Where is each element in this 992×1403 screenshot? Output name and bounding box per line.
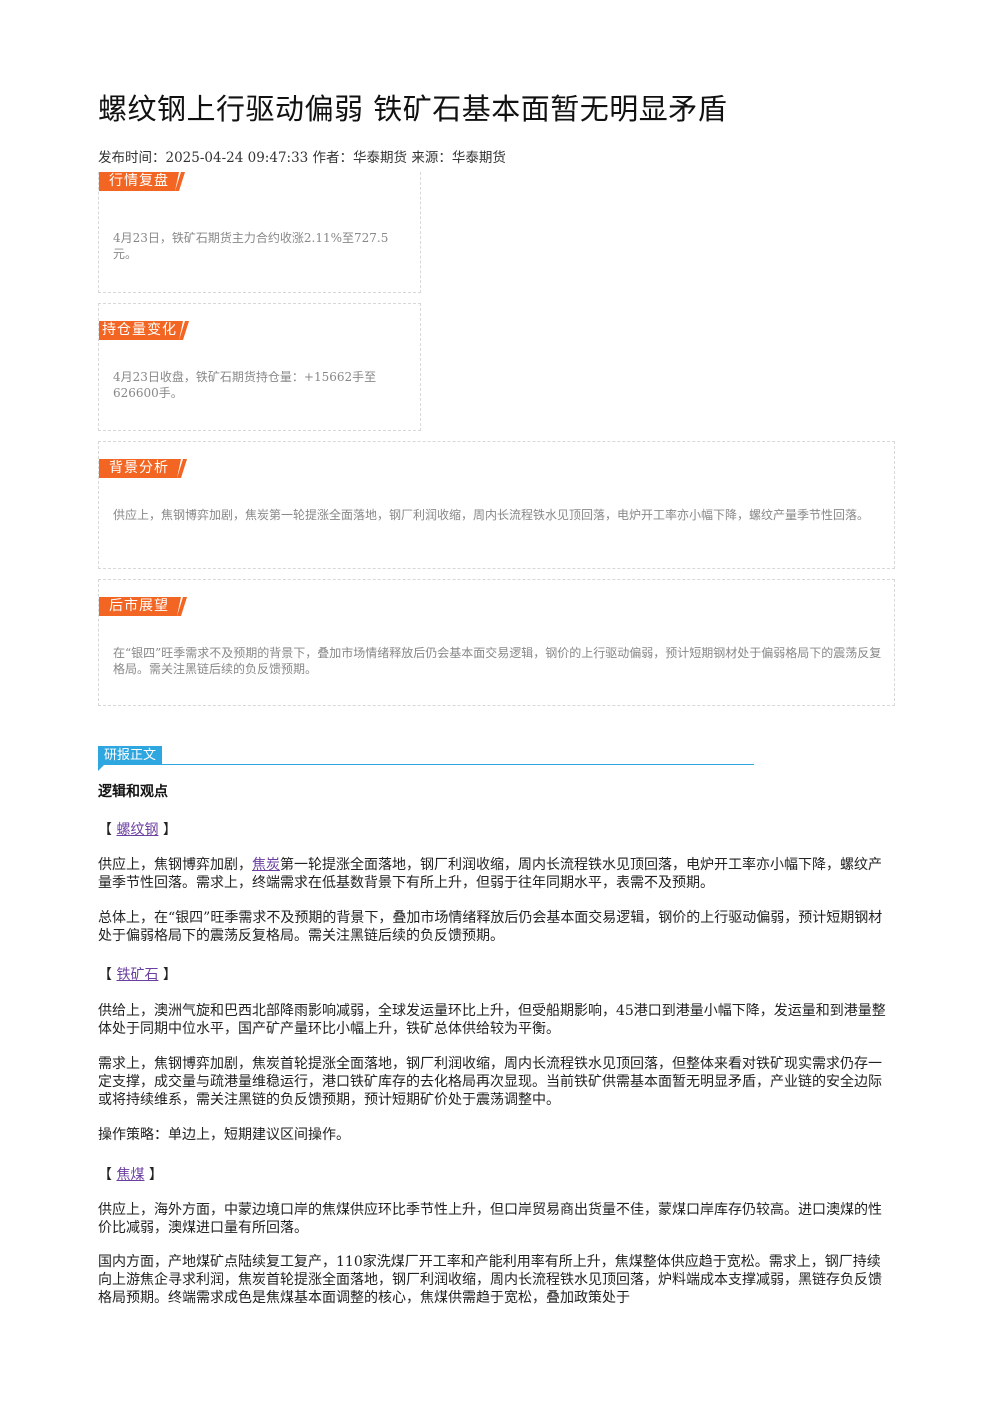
section-divider: [98, 764, 754, 765]
tag-slash-icon: [177, 597, 187, 616]
report-section-tag: 研报正文: [98, 746, 163, 765]
coking-coal-link[interactable]: 焦煤: [116, 1167, 145, 1183]
article-meta: 发布时间：2025-04-24 09:47:33 作者：华泰期货 来源：华泰期货: [98, 150, 506, 166]
tag-slash-icon: [175, 172, 185, 191]
iron-ore-label: 【 铁矿石 】: [98, 967, 177, 983]
coking-coal-paragraph-2: 国内方面，产地煤矿点陆续复工复产，110家洗煤厂开工率和产能利用率有所上升，焦煤…: [98, 1254, 882, 1306]
iron-ore-paragraph-3: 操作策略：单边上，短期建议区间操作。: [98, 1127, 350, 1143]
iron-ore-link[interactable]: 铁矿石: [116, 967, 159, 983]
iron-ore-paragraph-1: 供给上，澳洲气旋和巴西北部降雨影响减弱，全球发运量环比上升，但受船期影响，45港…: [98, 1003, 886, 1037]
section-tag-tail: [98, 765, 104, 771]
iron-ore-paragraph-2: 需求上，焦钢博弈加剧，焦炭首轮提涨全面落地，钢厂利润收缩，周内长流程铁水见顶回落…: [98, 1056, 882, 1108]
tag-slash-icon: [177, 459, 187, 478]
rebar-paragraph-1: 供应上，焦钢博弈加剧，焦炭第一轮提涨全面落地，钢厂利润收缩，周内长流程铁水见顶回…: [98, 857, 882, 891]
open-interest-tag: 持仓量变化: [99, 321, 189, 340]
coke-link[interactable]: 焦炭: [252, 857, 280, 873]
outlook-tag: 后市展望: [99, 597, 187, 616]
rebar-label: 【 螺纹钢 】: [98, 822, 177, 838]
rebar-link[interactable]: 螺纹钢: [116, 822, 159, 838]
market-review-card: 行情复盘 4月23日，铁矿石期货主力合约收涨2.11%至727.5元。: [98, 172, 421, 293]
open-interest-card: 持仓量变化 4月23日收盘，铁矿石期货持仓量：+15662手至626600手。: [98, 303, 421, 431]
outlook-card: 后市展望 在“银四”旺季需求不及预期的背景下，叠加市场情绪释放后仍会基本面交易逻…: [98, 579, 895, 706]
background-text: 供应上，焦钢博弈加剧，焦炭第一轮提涨全面落地，钢厂利润收缩，周内长流程铁水见顶回…: [113, 508, 870, 522]
market-review-text: 4月23日，铁矿石期货主力合约收涨2.11%至727.5元。: [113, 231, 389, 261]
report-heading: 逻辑和观点: [98, 784, 168, 800]
rebar-paragraph-2: 总体上，在“银四”旺季需求不及预期的背景下，叠加市场情绪释放后仍会基本面交易逻辑…: [98, 910, 883, 944]
coking-coal-paragraph-1: 供应上，海外方面，中蒙边境口岸的焦煤供应环比季节性上升，但口岸贸易商出货量不佳，…: [98, 1202, 882, 1236]
tag-slash-icon: [179, 321, 189, 340]
outlook-text: 在“银四”旺季需求不及预期的背景下，叠加市场情绪释放后仍会基本面交易逻辑，钢价的…: [113, 646, 882, 676]
background-tag: 背景分析: [99, 459, 187, 478]
coking-coal-label: 【 焦煤 】: [98, 1167, 163, 1183]
open-interest-text: 4月23日收盘，铁矿石期货持仓量：+15662手至626600手。: [113, 370, 377, 400]
background-card: 背景分析 供应上，焦钢博弈加剧，焦炭第一轮提涨全面落地，钢厂利润收缩，周内长流程…: [98, 441, 895, 569]
article-title: 螺纹钢上行驱动偏弱 铁矿石基本面暂无明显矛盾: [98, 92, 728, 126]
market-review-tag: 行情复盘: [99, 172, 185, 191]
